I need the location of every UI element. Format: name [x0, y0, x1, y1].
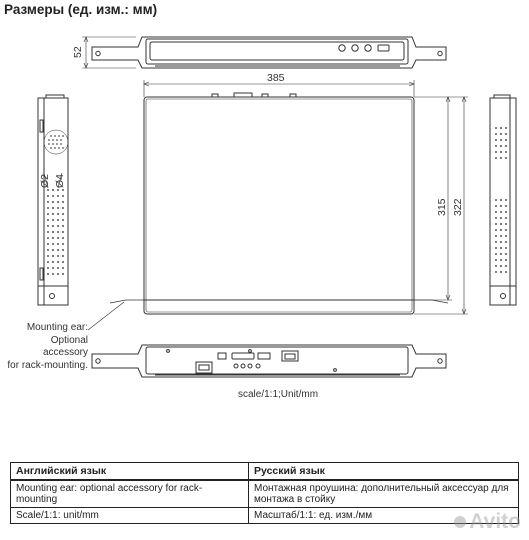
mounting-ear-note: Mounting ear: Optional accessory for rac…	[6, 322, 88, 372]
table-header-english: Английский язык	[10, 462, 249, 481]
rear-view	[91, 344, 447, 378]
table-header-row: Английский язык Русский язык	[10, 462, 519, 481]
table-row: Scale/1:1: unit/mm Масштаб/1:1: ед. изм.…	[10, 507, 519, 524]
vent-grid-left	[47, 189, 64, 275]
dimension-depth-outer-label: 322	[452, 198, 464, 216]
note-line: Mounting ear:	[26, 322, 88, 333]
table-row: Mounting ear: optional accessory for rac…	[10, 479, 519, 508]
scale-label: scale/1:1;Unit/mm	[238, 389, 319, 400]
dimension-depth	[414, 96, 468, 315]
translation-table: Английский язык Русский язык Mounting ea…	[10, 462, 519, 524]
front-view	[91, 36, 447, 69]
dimension-depth-inner-label: 315	[436, 198, 448, 216]
diameter-leaders	[43, 172, 63, 189]
vent-circle	[43, 129, 69, 155]
watermark-text: Avito	[469, 510, 521, 533]
diameter-large-label: Ø4	[54, 174, 66, 188]
watermark-logo-icon	[454, 516, 467, 529]
diameter-small-label: Ø2	[39, 174, 51, 188]
table-cell: Масштаб/1:1: ед. изм./мм	[248, 507, 519, 524]
dimension-width	[143, 80, 415, 97]
note-line: for rack-mounting.	[7, 359, 88, 371]
top-view	[109, 92, 449, 315]
note-line: Optional accessory	[42, 334, 88, 359]
table-cell: Mounting ear: optional accessory for rac…	[10, 479, 249, 508]
right-side-view	[489, 94, 517, 306]
dimension-height	[82, 36, 136, 69]
dimension-height-label: 52	[72, 46, 84, 58]
table-cell: Монтажная проушина: дополнительный аксес…	[248, 479, 519, 508]
watermark: Avito	[454, 510, 521, 534]
dimension-width-label: 385	[267, 72, 285, 84]
left-side-view	[37, 94, 69, 306]
mounting-ear-leader	[87, 301, 125, 331]
table-header-russian: Русский язык	[248, 462, 519, 481]
vent-dots-round	[48, 135, 64, 149]
vent-grid-right	[495, 127, 507, 273]
page-title: Размеры (ед. изм.: мм)	[4, 2, 158, 17]
table-cell: Scale/1:1: unit/mm	[10, 507, 249, 524]
